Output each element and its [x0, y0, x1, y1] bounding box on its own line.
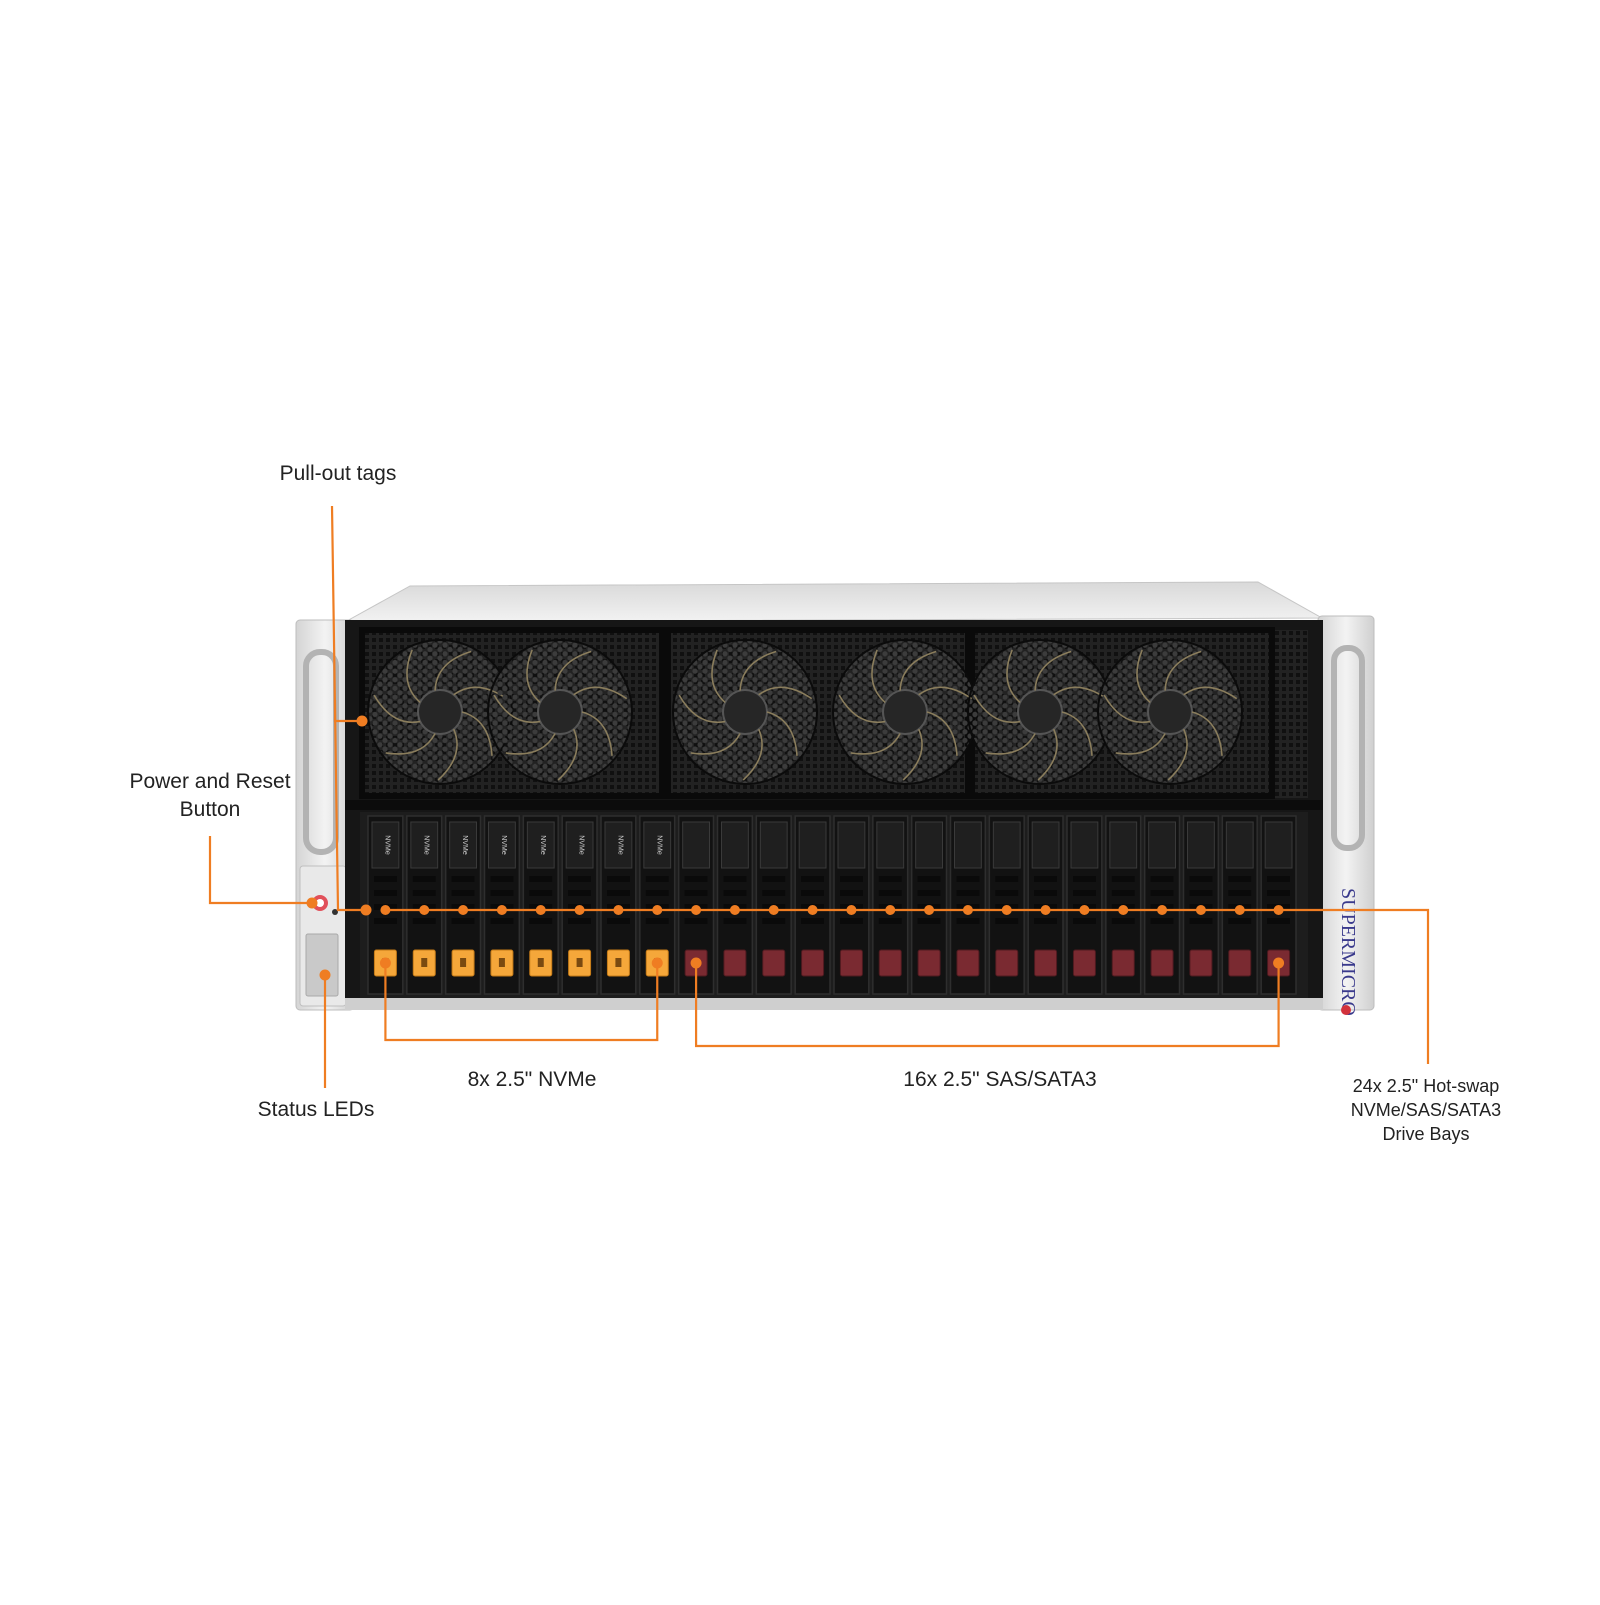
callout-dot: [356, 715, 368, 727]
drive-latch[interactable]: [839, 949, 863, 977]
nvme-drive-tray[interactable]: NVMe: [483, 815, 521, 995]
fan-icon: [487, 639, 633, 785]
drive-bays-label-line3: Drive Bays: [1382, 1124, 1470, 1144]
sas-sata-drive-tray[interactable]: [1260, 815, 1297, 995]
nvme-drive-tray[interactable]: NVMe: [522, 815, 559, 995]
nvme-tray-text: NVMe: [500, 835, 507, 855]
fan-icon: [672, 639, 818, 785]
drive-latch[interactable]: [801, 949, 825, 977]
callout-dot: [807, 905, 818, 915]
chassis-top: [344, 581, 1324, 623]
callout-dot: [1001, 905, 1012, 915]
status-leds-label: Status LEDs: [257, 1098, 375, 1121]
callout-dot: [1040, 905, 1051, 915]
drive-latch[interactable]: [723, 949, 747, 977]
callout-dot: [924, 905, 935, 915]
callout-dot: [652, 905, 663, 915]
drive-latch[interactable]: [1150, 949, 1174, 977]
callout-dot: [360, 904, 372, 916]
drive-latch[interactable]: [1189, 949, 1213, 977]
supermicro-logo: SUPERMICRO: [1337, 888, 1359, 1016]
nvme-drive-tray[interactable]: NVMe: [561, 815, 598, 995]
nvme-drive-tray[interactable]: NVMe: [444, 815, 482, 995]
power-reset-leader: [208, 836, 312, 905]
callout-dot: [690, 957, 702, 969]
callout-dot: [319, 969, 331, 981]
power-reset-label-line1: Power and Reset: [129, 770, 291, 793]
nvme-tray-text: NVMe: [383, 835, 390, 855]
callout-dot: [496, 905, 507, 915]
callout-dot: [380, 905, 391, 915]
drive-latch[interactable]: [878, 949, 902, 977]
pull-out-tags-label: Pull-out tags: [279, 462, 397, 485]
callout-dot: [768, 905, 779, 915]
power-reset-button[interactable]: [312, 895, 338, 915]
sas-sata-drive-tray[interactable]: [1221, 815, 1258, 995]
fan-icon: [1097, 639, 1243, 785]
callout-dot: [1118, 905, 1129, 915]
power-reset-label-line2: Button: [179, 798, 241, 821]
nvme-tray-text: NVMe: [655, 835, 662, 855]
drive-bays-label-line2: NVMe/SAS/SATA3: [1350, 1100, 1502, 1120]
drive-bays-label-line1: 24x 2.5" Hot-swap: [1352, 1076, 1500, 1096]
callout-dot: [1234, 905, 1245, 915]
fan-icon: [832, 639, 978, 785]
drive-latch[interactable]: [995, 949, 1019, 977]
drive-bays-label: 24x 2.5" Hot-swap NVMe/SAS/SATA3 Drive B…: [1326, 1074, 1526, 1146]
callout-dot: [574, 905, 585, 915]
front-control-panel: [299, 865, 347, 1007]
sas-group-label: 16x 2.5" SAS/SATA3: [903, 1068, 1097, 1091]
sas-sata-drive-tray[interactable]: [1143, 815, 1181, 995]
nvme-tray-text: NVMe: [422, 835, 429, 855]
callout-dot: [1273, 905, 1284, 915]
drive-latch[interactable]: [1034, 949, 1058, 977]
drive-latch[interactable]: [762, 949, 786, 977]
drive-latch[interactable]: [1228, 949, 1252, 977]
nvme-group-label: 8x 2.5" NVMe: [467, 1068, 597, 1091]
sas-sata-drive-tray[interactable]: [833, 815, 870, 995]
callout-dot: [846, 905, 857, 915]
nvme-tray-text: NVMe: [578, 835, 585, 855]
sas-sata-drive-tray[interactable]: [794, 815, 831, 995]
callout-dot: [613, 905, 624, 915]
pull-out-tags-leader: [330, 505, 366, 912]
drive-latch[interactable]: [1072, 949, 1096, 977]
drive-latch[interactable]: [956, 949, 980, 977]
drive-latch[interactable]: [1111, 949, 1135, 977]
callout-dot: [885, 905, 896, 915]
callout-dot: [419, 905, 430, 915]
sas-sata-drive-tray[interactable]: [1027, 815, 1064, 995]
callout-dot: [306, 897, 318, 909]
callout-dot: [1195, 905, 1206, 915]
callout-dot: [962, 905, 973, 915]
drive-latch[interactable]: [917, 949, 941, 977]
nvme-tray-text: NVMe: [539, 835, 546, 855]
fan-icon: [967, 639, 1113, 785]
fan-bay: [359, 627, 665, 799]
logo-dot: [1341, 1005, 1351, 1015]
sas-bracket: [694, 963, 1280, 1048]
callout-dot: [535, 905, 546, 915]
nvme-tray-text: NVMe: [616, 835, 623, 855]
callout-dot: [1273, 957, 1285, 969]
power-reset-label: Power and Reset Button: [110, 768, 310, 824]
callout-dot: [379, 957, 391, 969]
callout-dot: [691, 905, 702, 915]
callout-dot: [729, 905, 740, 915]
callout-dot: [1157, 905, 1168, 915]
nvme-tray-text: NVMe: [461, 835, 468, 855]
callout-dot: [1079, 905, 1090, 915]
nvme-bracket: [384, 963, 659, 1042]
callout-dot: [458, 905, 469, 915]
callout-dot: [651, 957, 663, 969]
